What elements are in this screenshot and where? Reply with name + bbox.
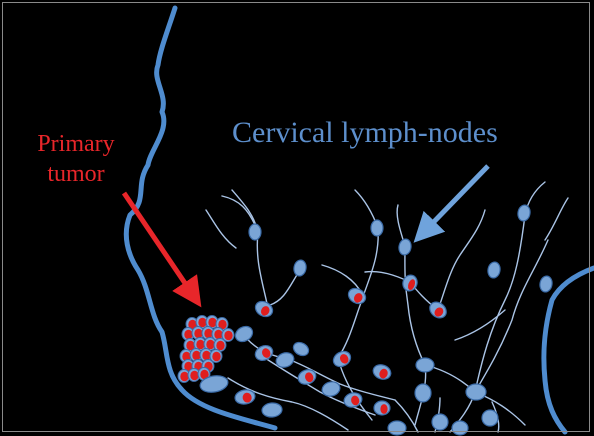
lymph-vessel [475, 240, 548, 392]
tumor-cell-core [204, 329, 212, 339]
lymph-node [249, 224, 261, 240]
tumor-cell-core [212, 352, 220, 362]
lymph-node-body [233, 323, 256, 344]
lymph-node-body [466, 384, 486, 400]
tumor-cell-core [214, 330, 222, 340]
lymph-node [398, 238, 413, 256]
lymph-vessel [232, 190, 268, 308]
metastatic-lymph-node [346, 285, 369, 306]
lymph-node-body [249, 224, 261, 240]
primary-tumor-label-line2: tumor [22, 160, 130, 188]
lymph-node-body [415, 384, 431, 402]
metastatic-lymph-node [371, 362, 393, 381]
lymph-node-body [398, 238, 413, 256]
primary-tumor-mass [178, 316, 234, 383]
lymph-node [517, 204, 532, 222]
lymph-vessel [405, 246, 425, 365]
lymph-node [371, 220, 383, 236]
lymph-node-body [517, 204, 532, 222]
metastatic-lymph-node [331, 348, 354, 369]
lymph-node-body [388, 421, 406, 435]
tumor-cell-core [208, 318, 216, 328]
lymph-node [293, 259, 308, 277]
lymph-node [388, 421, 406, 435]
lymph-node [416, 358, 434, 372]
tumor-cell-core [224, 331, 232, 341]
lymph-node [487, 261, 502, 279]
lymph-node-body [291, 340, 311, 358]
metastatic-lymph-node [342, 391, 363, 409]
lymph-node [415, 384, 431, 402]
blue-arrow-icon [424, 166, 488, 232]
lymph-node-body [371, 220, 383, 236]
lymph-node [261, 402, 282, 418]
lymph-node [452, 421, 468, 435]
tumor-cell-core [198, 318, 206, 328]
lymph-node-body [487, 261, 502, 279]
tumor-cell-core [202, 351, 210, 361]
lymph-node [291, 340, 311, 358]
lymph-vessel [206, 210, 236, 248]
lymph-node-body [416, 358, 434, 372]
primary-tumor-label-line1: Primary [22, 130, 130, 158]
metastatic-lymph-node [253, 298, 276, 319]
tumor-cell-core [190, 371, 198, 381]
cervical-lymph-nodes-label: Cervical lymph-nodes [232, 116, 498, 150]
lymph-vessel [240, 330, 395, 400]
lymph-vessel [455, 310, 505, 340]
tumor-cell-core [194, 329, 202, 339]
tumor-cell-core [184, 330, 192, 340]
lymph-vessel [438, 210, 485, 310]
tumor-cell-core [180, 372, 188, 382]
metastatic-lymph-node [253, 343, 275, 363]
lymph-node [233, 323, 256, 344]
metastatic-lymph-node [374, 401, 390, 415]
lymph-vessel [270, 270, 300, 305]
tumor-cell-core [196, 340, 204, 350]
lymph-node-body [432, 414, 448, 430]
lymph-node [539, 275, 554, 293]
lymph-vessel [545, 198, 568, 240]
metastasis-spot [380, 404, 387, 414]
tumor-cell-core [192, 351, 200, 361]
annotation-arrows [124, 166, 488, 295]
tumor-cell-core [206, 340, 214, 350]
lymph-node-body [293, 259, 308, 277]
lymph-node-body [452, 421, 468, 435]
lymph-node [482, 410, 498, 426]
neck-outline-right [544, 268, 594, 432]
lymph-node [432, 414, 448, 430]
lymph-node-body [261, 402, 282, 418]
metastatic-lymph-node [427, 299, 450, 321]
lymph-node-body [539, 275, 554, 293]
red-arrow-icon [124, 193, 193, 295]
tumor-cell-core [216, 341, 224, 351]
lymph-node-body [482, 410, 498, 426]
lymph-vessel [222, 196, 255, 225]
lymph-node [466, 384, 486, 400]
lymph-nodes [199, 204, 553, 435]
metastatic-lymph-node [296, 367, 318, 386]
